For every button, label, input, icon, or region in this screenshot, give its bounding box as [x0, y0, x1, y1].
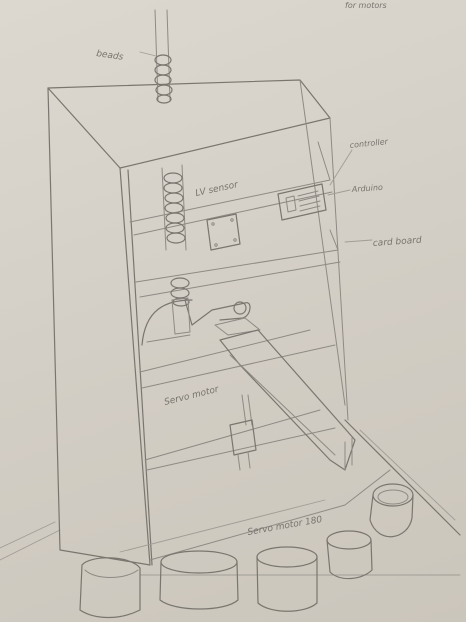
card-board-label: card board [373, 236, 423, 249]
servo-motor-bottom-label: Servo motor 180 [247, 515, 324, 538]
controller-label: controller [349, 137, 389, 150]
corner-note-label: for motors [345, 1, 387, 10]
beads-label: beads [96, 49, 125, 63]
cups [80, 484, 413, 618]
cabinet [48, 80, 390, 565]
lv-sensor-module [207, 214, 240, 250]
servo-mechanism [142, 298, 260, 345]
servo-motor-top-label: Servo motor [163, 384, 221, 407]
arduino-label: Arduino [351, 183, 384, 194]
lv-sensor-label: LV sensor [195, 180, 241, 199]
shelves [130, 142, 340, 470]
